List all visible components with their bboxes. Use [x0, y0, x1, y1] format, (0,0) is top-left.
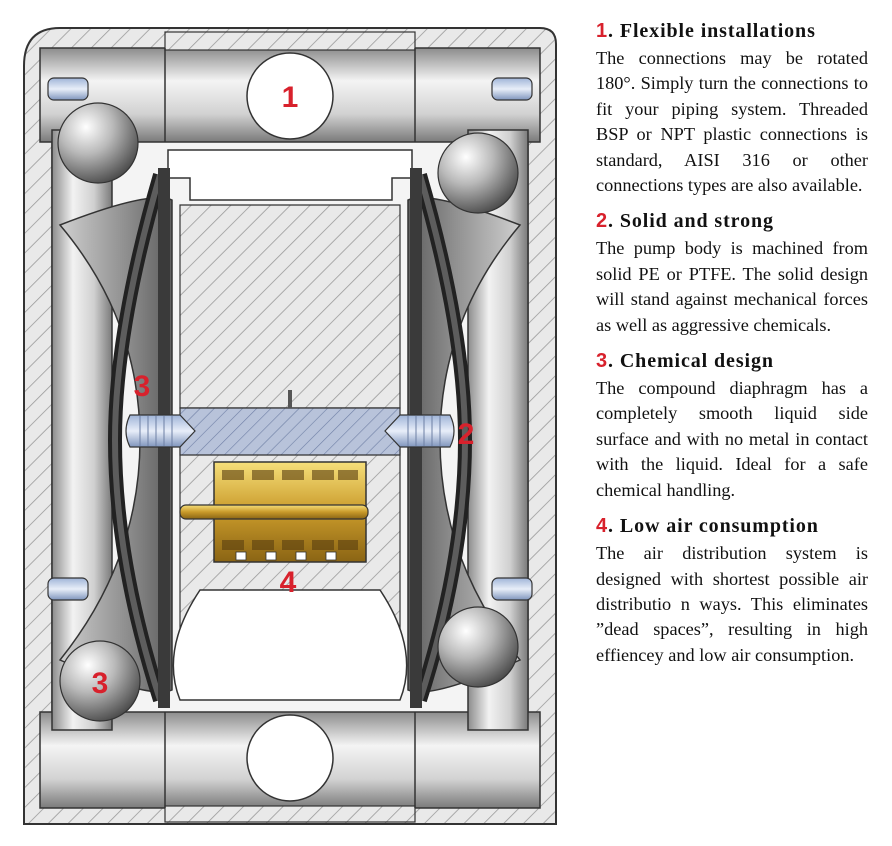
- feature-text: The connections may be rotated 180°. Sim…: [596, 48, 868, 196]
- air-distribution-valve: [179, 461, 369, 563]
- feature-text: The air distribution system is designed …: [596, 543, 868, 665]
- ball-top-right: [437, 132, 519, 214]
- feature-text: The compound diaphragm has a completely …: [596, 378, 868, 500]
- ball-bottom-right: [437, 606, 519, 688]
- feature-flexible-installations: 1. Flexible installations The connection…: [596, 18, 868, 198]
- feature-heading: 2. Solid and strong: [596, 208, 868, 234]
- feature-chemical-design: 3. Chemical design The compound diaphrag…: [596, 348, 868, 503]
- feature-heading: 4. Low air consumption: [596, 513, 868, 539]
- callout-air-valve: 4: [280, 566, 297, 599]
- ball-top-left: [57, 102, 139, 184]
- center-block-bottom: [172, 589, 408, 701]
- callout-top-port: 1: [282, 81, 299, 114]
- callout-left-diaphragm: 3: [134, 370, 151, 403]
- top-port-opening: [246, 52, 334, 140]
- feature-heading: 3. Chemical design: [596, 348, 868, 374]
- feature-solid-and-strong: 2. Solid and strong The pump body is mac…: [596, 208, 868, 338]
- feature-title: . Chemical design: [608, 350, 774, 373]
- center-block-top: [167, 149, 413, 201]
- callout-right-chamber: 2: [458, 418, 475, 451]
- feature-low-air-consumption: 4. Low air consumption The air distribut…: [596, 513, 868, 668]
- right-diaphragm-chamber: [407, 168, 522, 708]
- feature-title: . Flexible installations: [608, 20, 816, 42]
- feature-heading: 1. Flexible installations: [596, 18, 868, 44]
- feature-number: 1: [596, 20, 609, 42]
- feature-number: 3: [596, 350, 609, 373]
- feature-title: . Solid and strong: [608, 210, 774, 233]
- callout-bottom-left-ball: 3: [92, 667, 109, 700]
- feature-number: 2: [596, 210, 609, 233]
- feature-title: . Low air consumption: [608, 515, 819, 538]
- clamp-bolts: [47, 77, 533, 601]
- feature-text: The pump body is machined from solid PE …: [596, 238, 868, 335]
- bottom-port-opening: [246, 714, 334, 802]
- ball-bottom-left: [59, 640, 141, 722]
- diaphragm-shaft: [125, 390, 455, 456]
- feature-number: 4: [596, 515, 609, 538]
- feature-list: 1. Flexible installations The connection…: [596, 18, 868, 678]
